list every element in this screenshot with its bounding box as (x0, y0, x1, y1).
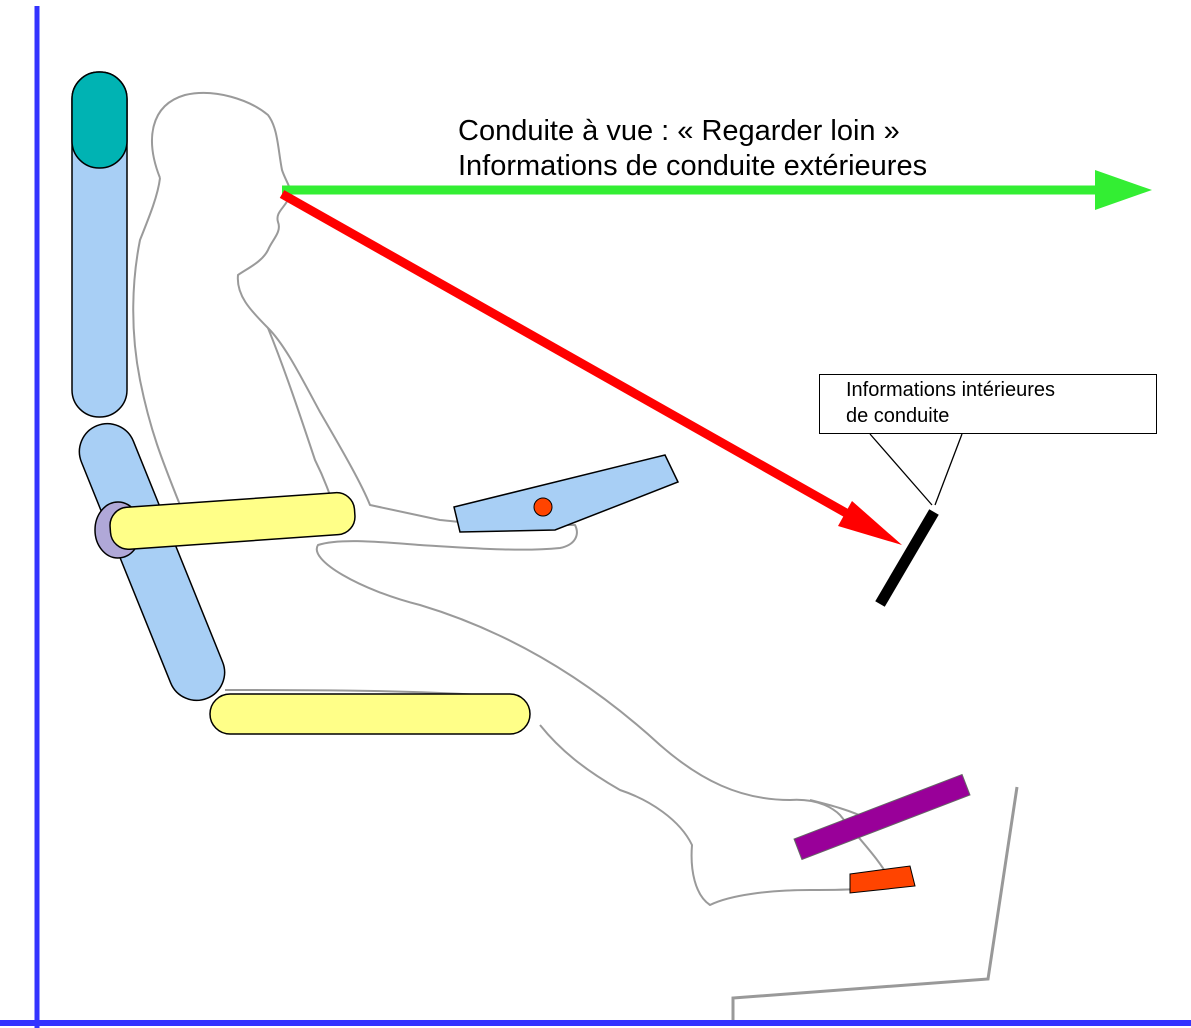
near-gaze-arrow (279, 190, 902, 545)
interior-display (875, 509, 939, 607)
label-leader-left (869, 433, 933, 506)
control-handle (453, 454, 680, 533)
label-leader-right (934, 433, 963, 506)
far-view-title: Conduite à vue : « Regarder loin » (458, 115, 900, 147)
seat-cushion (209, 693, 531, 735)
far-view-subtitle: Informations de conduite extérieures (458, 150, 927, 182)
headrest (71, 71, 128, 169)
interior-info-line1: Informations intérieures (846, 379, 1055, 401)
driver-silhouette (132, 91, 891, 906)
far-gaze-arrow (282, 170, 1152, 210)
control-handle-knob (533, 497, 553, 517)
armrest (109, 491, 356, 550)
interior-info-label: Informations intérieures de conduite (819, 374, 1157, 434)
interior-info-line2: de conduite (846, 405, 950, 427)
seat-backrest-lower (78, 422, 226, 702)
footrest-bracket (731, 786, 1019, 1020)
pedal-block (849, 865, 916, 894)
pedal (793, 773, 971, 861)
